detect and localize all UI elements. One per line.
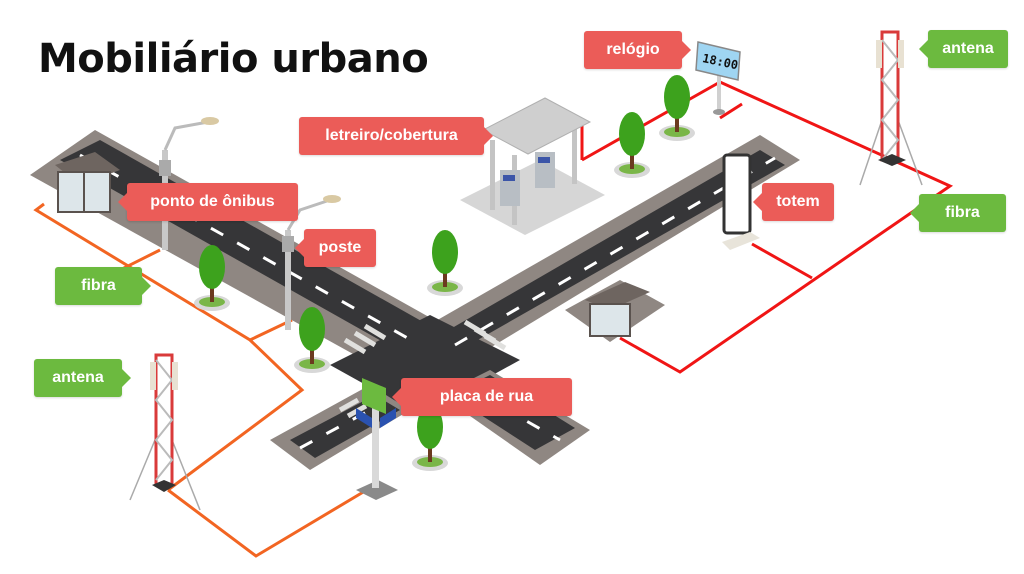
trees <box>194 75 695 471</box>
tree <box>194 245 230 311</box>
tree <box>427 230 463 296</box>
bus-stop-left <box>55 152 120 213</box>
antenna-tower-left <box>129 353 201 511</box>
fiber-line <box>751 242 813 280</box>
street-lamp <box>282 195 341 330</box>
bus-stop-right <box>585 282 650 337</box>
label-relogio: relógio <box>584 31 691 69</box>
tree <box>659 75 695 141</box>
antenna-tower-top <box>859 30 923 186</box>
label-fibra-left: fibra <box>55 267 151 305</box>
road-network <box>30 130 800 470</box>
label-totem: totem <box>753 183 834 221</box>
road-surface <box>440 150 785 350</box>
gas-station-canopy <box>460 97 605 235</box>
label-antena-left: antena <box>34 359 131 397</box>
clock-sign: 18:00 <box>695 41 741 115</box>
tree <box>614 112 650 178</box>
street-sign <box>356 378 398 500</box>
label-fibra-right: fibra <box>910 194 1006 232</box>
tree <box>294 307 330 373</box>
tree <box>412 405 448 471</box>
fiber-line <box>119 248 161 272</box>
road-surface <box>60 140 455 360</box>
label-ponto-de-onibus: ponto de ônibus <box>118 183 298 221</box>
label-poste: poste <box>295 229 376 267</box>
fiber-line <box>167 486 371 558</box>
label-antena-top: antena <box>919 30 1008 68</box>
page-title: Mobiliário urbano <box>38 36 429 82</box>
totem-display <box>722 153 760 250</box>
label-letreiro-cobertura: letreiro/cobertura <box>299 117 493 155</box>
fiber-network-orange <box>33 202 371 558</box>
label-placa-de-rua: placa de rua <box>392 378 572 416</box>
fiber-line <box>719 102 743 120</box>
